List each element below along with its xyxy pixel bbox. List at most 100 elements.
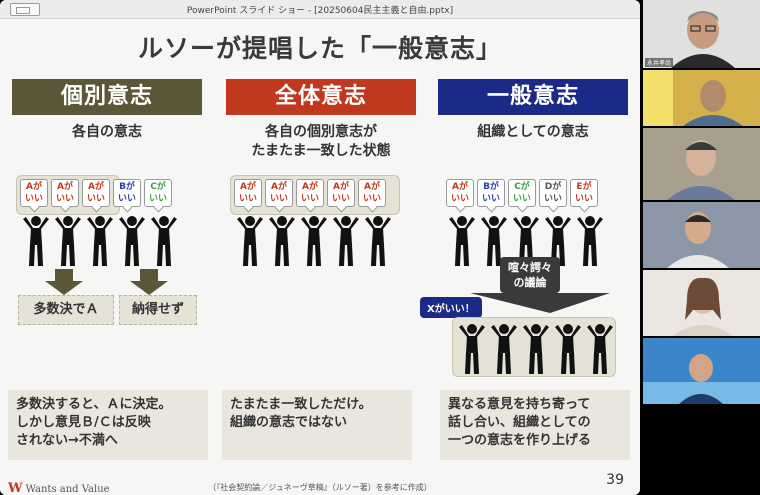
opinion-bubble-line: いい bbox=[117, 194, 136, 204]
person-icon bbox=[333, 216, 359, 266]
opinion-bubble: Aがいい bbox=[51, 179, 79, 207]
opinion-bubble-line: いい bbox=[331, 194, 350, 204]
column-general-will: 一般意志 組織としての意志 bbox=[438, 79, 628, 142]
opinion-bubble: Cがいい bbox=[144, 179, 172, 207]
person-icon bbox=[555, 324, 581, 374]
person-icon bbox=[481, 216, 507, 266]
logo-mark-icon: W bbox=[8, 481, 23, 495]
opinion-bubble: Bがいい bbox=[113, 179, 141, 207]
participants-panel: 永井孝尚 bbox=[643, 0, 760, 495]
person-icon bbox=[269, 216, 295, 266]
avatar bbox=[643, 202, 760, 268]
participant-video[interactable] bbox=[643, 202, 760, 268]
opinion-bubble-line: Bが bbox=[483, 182, 499, 192]
logo-text: Wants and Value bbox=[25, 484, 110, 495]
opinion-bubble: Aがいい bbox=[265, 179, 293, 207]
people-group bbox=[456, 323, 616, 375]
x-opinion-callout: Xがいい！ bbox=[420, 297, 482, 318]
opinion-bubble-line: いい bbox=[148, 194, 167, 204]
column-subtitle: 組織としての意志 bbox=[477, 124, 589, 140]
column-subtitle: 各自の個別意志が たまたま一致した状態 bbox=[251, 124, 391, 159]
opinion-bubble-line: いい bbox=[269, 194, 288, 204]
person-icon bbox=[587, 324, 613, 374]
opinion-bubble-line: Aが bbox=[302, 182, 318, 192]
avatar bbox=[643, 270, 760, 336]
person-icon bbox=[301, 216, 327, 266]
person-icon bbox=[459, 324, 485, 374]
opinion-bubble-line: いい bbox=[24, 194, 43, 204]
person-icon bbox=[55, 216, 81, 266]
powerpoint-window: PowerPoint スライド ショー - [20250604民主主義と自由.p… bbox=[0, 0, 640, 495]
person-icon bbox=[491, 324, 517, 374]
participant-video[interactable] bbox=[643, 270, 760, 336]
opinion-bubble-line: Cが bbox=[150, 182, 166, 192]
participant-name: 永井孝尚 bbox=[645, 58, 674, 67]
title-bar: PowerPoint スライド ショー - [20250604民主主義と自由.p… bbox=[0, 0, 640, 19]
column-header: 一般意志 bbox=[438, 79, 628, 115]
opinion-bubble-line: Aが bbox=[333, 182, 349, 192]
person-icon bbox=[151, 216, 177, 266]
participant-video[interactable]: 永井孝尚 bbox=[643, 0, 760, 68]
opinion-bubble-line: Aが bbox=[452, 182, 468, 192]
opinion-bubble: Aがいい bbox=[327, 179, 355, 207]
participant-video[interactable] bbox=[643, 70, 760, 126]
page-number: 39 bbox=[606, 472, 624, 488]
person-icon bbox=[365, 216, 391, 266]
opinion-bubble-line: いい bbox=[450, 194, 469, 204]
people-group bbox=[20, 215, 180, 267]
opinion-bubble: Aがいい bbox=[446, 179, 474, 207]
person-icon bbox=[577, 216, 603, 266]
person-icon bbox=[23, 216, 49, 266]
participant-video[interactable] bbox=[643, 128, 760, 200]
opinion-bubble-line: Aが bbox=[26, 182, 42, 192]
slideshow-icon[interactable] bbox=[10, 3, 40, 16]
opinion-bubble-line: いい bbox=[543, 194, 562, 204]
opinion-bubble-line: いい bbox=[55, 194, 74, 204]
opinion-bubble: Eがいい bbox=[570, 179, 598, 207]
person-icon bbox=[237, 216, 263, 266]
slide-title: ルソーが提唱した「一般意志」 bbox=[137, 34, 502, 63]
dissatisfied-result: 納得せず bbox=[119, 295, 197, 325]
opinion-bubble-line: いい bbox=[238, 194, 257, 204]
column-will-of-all: 全体意志 各自の個別意志が たまたま一致した状態 bbox=[226, 79, 416, 161]
opinion-bubble-line: いい bbox=[86, 194, 105, 204]
opinion-bubble: Aがいい bbox=[234, 179, 262, 207]
summary-will-of-all: たまたま一致しただけ。 組織の意志ではない bbox=[222, 390, 412, 460]
opinion-bubble-line: Cが bbox=[514, 182, 530, 192]
person-icon bbox=[523, 324, 549, 374]
avatar bbox=[643, 128, 760, 200]
person-icon bbox=[119, 216, 145, 266]
opinion-bubble-line: Dが bbox=[544, 182, 562, 192]
down-arrow-icon bbox=[45, 269, 83, 295]
opinion-bubble-line: Bが bbox=[119, 182, 135, 192]
summary-individual-will: 多数決すると、Ａに決定。 しかし意見Ｂ/Ｃは反映 されない→不満へ bbox=[8, 390, 208, 460]
opinion-bubble-line: いい bbox=[481, 194, 500, 204]
avatar bbox=[643, 70, 760, 126]
people-group bbox=[234, 215, 394, 267]
window-title: PowerPoint スライド ショー - [20250604民主主義と自由.p… bbox=[186, 6, 454, 16]
person-icon bbox=[449, 216, 475, 266]
down-arrow-icon bbox=[130, 269, 168, 295]
summary-general-will: 異なる意見を持ち寄って 話し合い、組織としての 一つの意志を作り上げる bbox=[440, 390, 630, 460]
opinion-bubble-line: Aが bbox=[240, 182, 256, 192]
column-individual-will: 個別意志 各自の意志 bbox=[12, 79, 202, 142]
opinion-bubble-line: Aが bbox=[271, 182, 287, 192]
opinion-bubble-line: Eが bbox=[576, 182, 592, 192]
opinion-bubble-line: Aが bbox=[364, 182, 380, 192]
opinion-bubble: Bがいい bbox=[477, 179, 505, 207]
callout-pointer bbox=[470, 293, 610, 313]
column-header: 個別意志 bbox=[12, 79, 202, 115]
opinion-bubble: Aがいい bbox=[296, 179, 324, 207]
debate-callout: 喧々諤々 の議論 bbox=[500, 257, 560, 293]
majority-result: 多数決でＡ bbox=[18, 295, 114, 325]
opinion-bubble-line: いい bbox=[300, 194, 319, 204]
participant-video[interactable] bbox=[643, 338, 760, 404]
person-icon bbox=[87, 216, 113, 266]
opinion-bubble-line: いい bbox=[512, 194, 531, 204]
opinion-bubble-line: Aが bbox=[88, 182, 104, 192]
